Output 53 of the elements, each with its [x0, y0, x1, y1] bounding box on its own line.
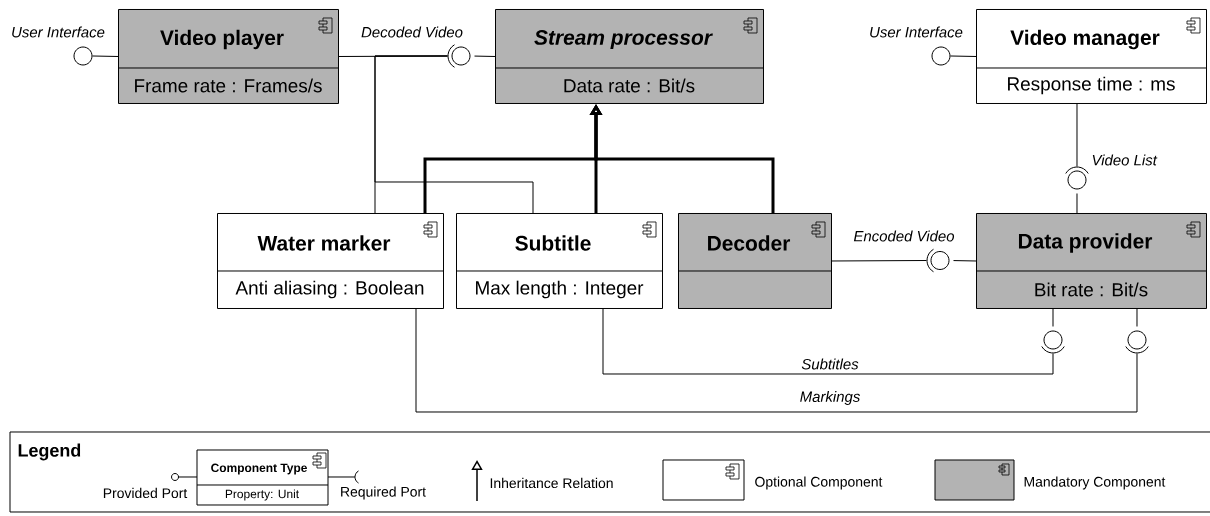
legend-title: Legend	[18, 443, 81, 461]
component-name: Stream processor	[534, 30, 713, 49]
property-text: Bit rate : Bit/s	[1035, 282, 1148, 297]
port-label: Encoded Video	[853, 230, 955, 242]
port-symbol	[447, 44, 471, 68]
component-box	[975, 9, 1207, 104]
connector-line	[474, 55, 496, 57]
connector-line	[602, 308, 1054, 375]
property-text: Max length : Integer	[476, 280, 644, 299]
edge-label: Markings	[798, 390, 862, 406]
component-box	[117, 9, 339, 104]
property-text: Frame rate : Frames/s	[135, 78, 322, 93]
component-sample: Component Type Property: Unit	[196, 449, 329, 506]
connector-line	[1076, 193, 1078, 214]
legend-text: Inheritance Relation	[490, 477, 613, 489]
component-box	[975, 213, 1207, 309]
component-name: Decoder	[708, 235, 791, 251]
port-label: User Interface	[12, 26, 105, 38]
connector-line	[1052, 308, 1054, 327]
legend-text: Provided Port	[103, 487, 188, 499]
port-label: Decoded Video	[361, 26, 463, 38]
component-name: Subtitle	[515, 235, 591, 251]
connector-line	[92, 55, 119, 57]
component-name: Data provider	[1018, 233, 1153, 253]
legend-text: Required Port	[341, 486, 426, 500]
component-box	[677, 213, 832, 309]
edge-label: Subtitles	[800, 357, 860, 371]
property-text: Data rate : Bit/s	[564, 78, 695, 93]
connector-line	[1136, 308, 1138, 327]
connector-line	[374, 55, 534, 214]
port-symbol	[1065, 166, 1089, 190]
port-symbol	[73, 46, 93, 66]
port-symbol	[926, 248, 950, 273]
connector-line	[415, 308, 1138, 413]
port-label: Video List	[1092, 154, 1158, 166]
connector-line	[831, 260, 927, 262]
component-box	[455, 213, 663, 309]
component-name: Video player	[160, 29, 284, 50]
port-label: User Interface	[870, 26, 963, 38]
component-name: Water marker	[257, 235, 391, 251]
port-symbol	[1041, 330, 1065, 354]
component-name: Video manager	[1010, 29, 1160, 50]
port-symbol	[931, 46, 951, 66]
connector-line	[950, 55, 977, 57]
connector-line	[953, 260, 977, 262]
connector-line	[1076, 103, 1078, 167]
component-box	[494, 9, 764, 104]
component-box	[216, 213, 444, 309]
legend-text: Mandatory Component	[1024, 476, 1166, 490]
port-symbol	[1125, 330, 1149, 354]
legend-text: Optional Component	[755, 476, 883, 490]
property-text: Response time : ms	[1008, 76, 1175, 95]
property-text: Anti aliasing : Boolean	[235, 280, 424, 299]
